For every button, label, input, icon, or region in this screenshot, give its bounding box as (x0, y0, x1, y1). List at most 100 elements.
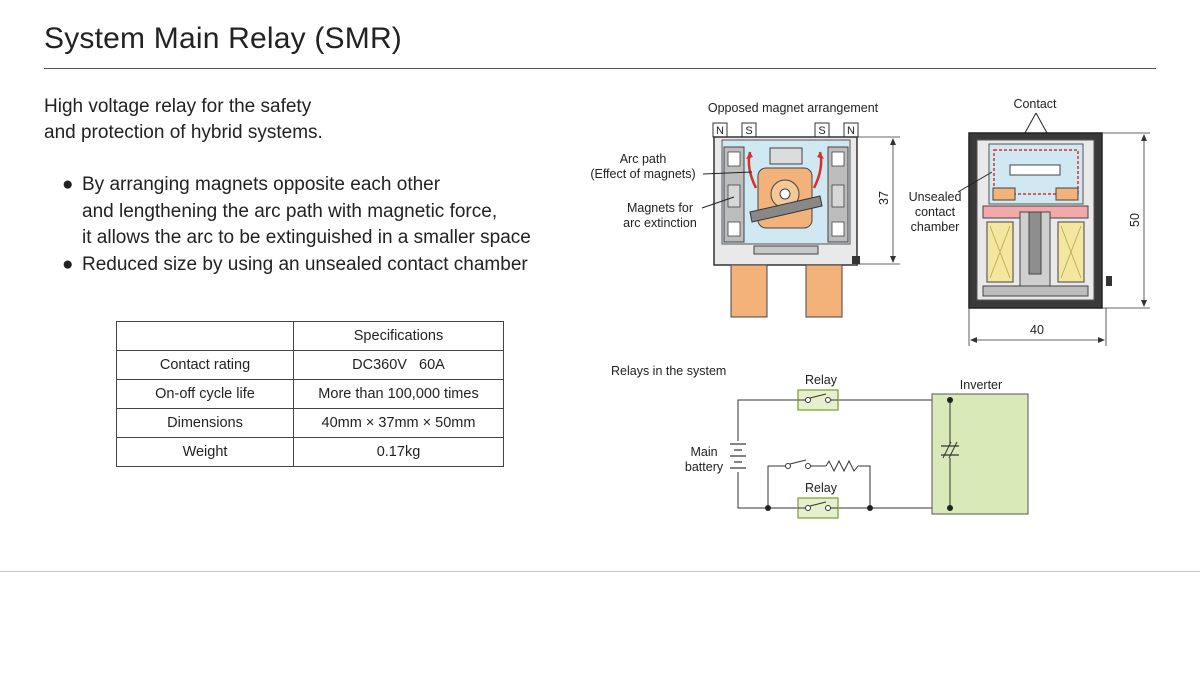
front-view-title: Opposed magnet arrangement (708, 101, 879, 115)
bullet-text: Reduced size by using an unsealed contac… (82, 253, 528, 275)
terminal-left (730, 264, 768, 318)
switch-blade (809, 501, 827, 507)
footer-divider (0, 571, 1200, 572)
chamber-label: chamber (911, 220, 960, 234)
magnets-label: arc extinction (623, 216, 697, 230)
chamber-label: contact (915, 205, 956, 219)
table-cell: On-off cycle life (116, 379, 294, 409)
table-cell: Contact rating (116, 350, 294, 380)
fixed-contact-left (992, 187, 1016, 201)
switch-contact (805, 463, 811, 469)
magnet-block (727, 184, 741, 208)
list-item: ● Reduced size by using an unsealed conta… (62, 252, 531, 279)
pole-label: S (745, 125, 752, 137)
switch-contact (805, 505, 811, 511)
table-row: Contact rating DC360V 60A (116, 350, 504, 380)
width-dimension-label: 40 (1030, 323, 1044, 337)
title-divider (44, 68, 1156, 69)
wire (737, 399, 798, 441)
terminal-pin (852, 256, 860, 264)
switch-contact (805, 397, 811, 403)
circuit-title: Relays in the system (611, 364, 726, 378)
magnet-block (831, 221, 845, 237)
height-dimension-label: 50 (1128, 213, 1142, 227)
coil-winding (1060, 225, 1082, 279)
resistor-icon (825, 459, 859, 473)
table-cell: DC360V 60A (293, 350, 504, 380)
dimension-arrow-icon (890, 256, 896, 263)
dimension-arrow-icon (1098, 337, 1105, 343)
list-item-continuation: it allows the arc to be extinguished in … (82, 227, 531, 248)
junction-dot (947, 397, 953, 403)
battery-label: battery (685, 460, 724, 474)
base-plate (753, 245, 819, 255)
dimension-arrow-icon (1141, 300, 1147, 307)
terminal-pin (1106, 276, 1112, 286)
callout-line (701, 196, 735, 209)
system-circuit-diagram: Relays in the system Main battery Relay … (611, 364, 1029, 519)
table-cell: Dimensions (116, 408, 294, 438)
page-title: System Main Relay (SMR) (44, 22, 402, 55)
arc-arrow-icon (817, 152, 824, 159)
junction-dot (947, 505, 953, 511)
junction-dot (765, 505, 771, 511)
callout-line (957, 171, 993, 193)
relay-label: Relay (805, 373, 838, 387)
dimension-arrow-icon (970, 337, 977, 343)
subtitle-line: and protection of hybrid systems. (44, 122, 323, 143)
side-view-diagram: Contact Unsealed contact chamber 50 (909, 97, 1150, 346)
chamber-label: Unsealed (909, 190, 962, 204)
height-dimension-label: 37 (877, 191, 891, 205)
junction-dot (867, 505, 873, 511)
wire (858, 465, 871, 508)
feature-list: ● By arranging magnets opposite each othe… (62, 172, 531, 278)
magnet-block (831, 151, 845, 167)
magnet-block (727, 151, 741, 167)
fixed-contact-right (1055, 187, 1079, 201)
magnets-label: Magnets for (627, 201, 693, 215)
contact-arm (749, 195, 823, 223)
table-row: Weight 0.17kg (116, 437, 504, 467)
coil-winding (989, 225, 1011, 279)
dimension-arrow-icon (1141, 134, 1147, 141)
yoke (982, 285, 1089, 297)
plunger-shaft (1028, 211, 1042, 275)
list-item-continuation: and lengthening the arc path with magnet… (82, 200, 498, 222)
wire (767, 465, 786, 508)
switch-contact (785, 463, 791, 469)
contact-pivot (779, 188, 791, 200)
callout-line (702, 171, 753, 175)
capacitor-mark (942, 441, 952, 459)
subtitle-line: High voltage relay for the safety (44, 96, 312, 117)
bullet-text: By arranging magnets opposite each other (82, 174, 441, 195)
specifications-table: Specifications Contact rating DC360V 60A… (116, 321, 504, 467)
arc-path-label: Arc path (620, 152, 667, 166)
capacitor-mark (948, 441, 958, 459)
table-row: Dimensions 40mm × 37mm × 50mm (116, 408, 504, 438)
wire (737, 472, 798, 509)
battery-label: Main (690, 445, 717, 459)
switch-contact (825, 397, 831, 403)
contact-bar (1009, 164, 1061, 176)
bullet-icon: ● (62, 174, 74, 195)
table-header-cell: Specifications (293, 321, 504, 351)
table-cell: More than 100,000 times (293, 379, 504, 409)
magnet-block (727, 221, 741, 237)
table-cell: Weight (116, 437, 294, 467)
front-view-diagram: Opposed magnet arrangement N S S N (590, 101, 900, 318)
arc-path-label: (Effect of magnets) (590, 167, 695, 181)
mechanism-top (769, 147, 803, 165)
inverter-label: Inverter (960, 378, 1002, 392)
switch-blade (809, 393, 827, 399)
arc-arrow-icon (746, 152, 753, 159)
contact-zone-outline (993, 149, 1079, 195)
bullet-icon: ● (62, 253, 74, 275)
table-cell: 40mm × 37mm × 50mm (293, 408, 504, 438)
terminal-right (805, 264, 843, 318)
table-header-row: Specifications (116, 321, 504, 351)
pole-label: N (847, 125, 855, 137)
dimension-arrow-icon (890, 138, 896, 145)
switch-contact (825, 505, 831, 511)
list-item: ● By arranging magnets opposite each othe… (62, 172, 531, 199)
